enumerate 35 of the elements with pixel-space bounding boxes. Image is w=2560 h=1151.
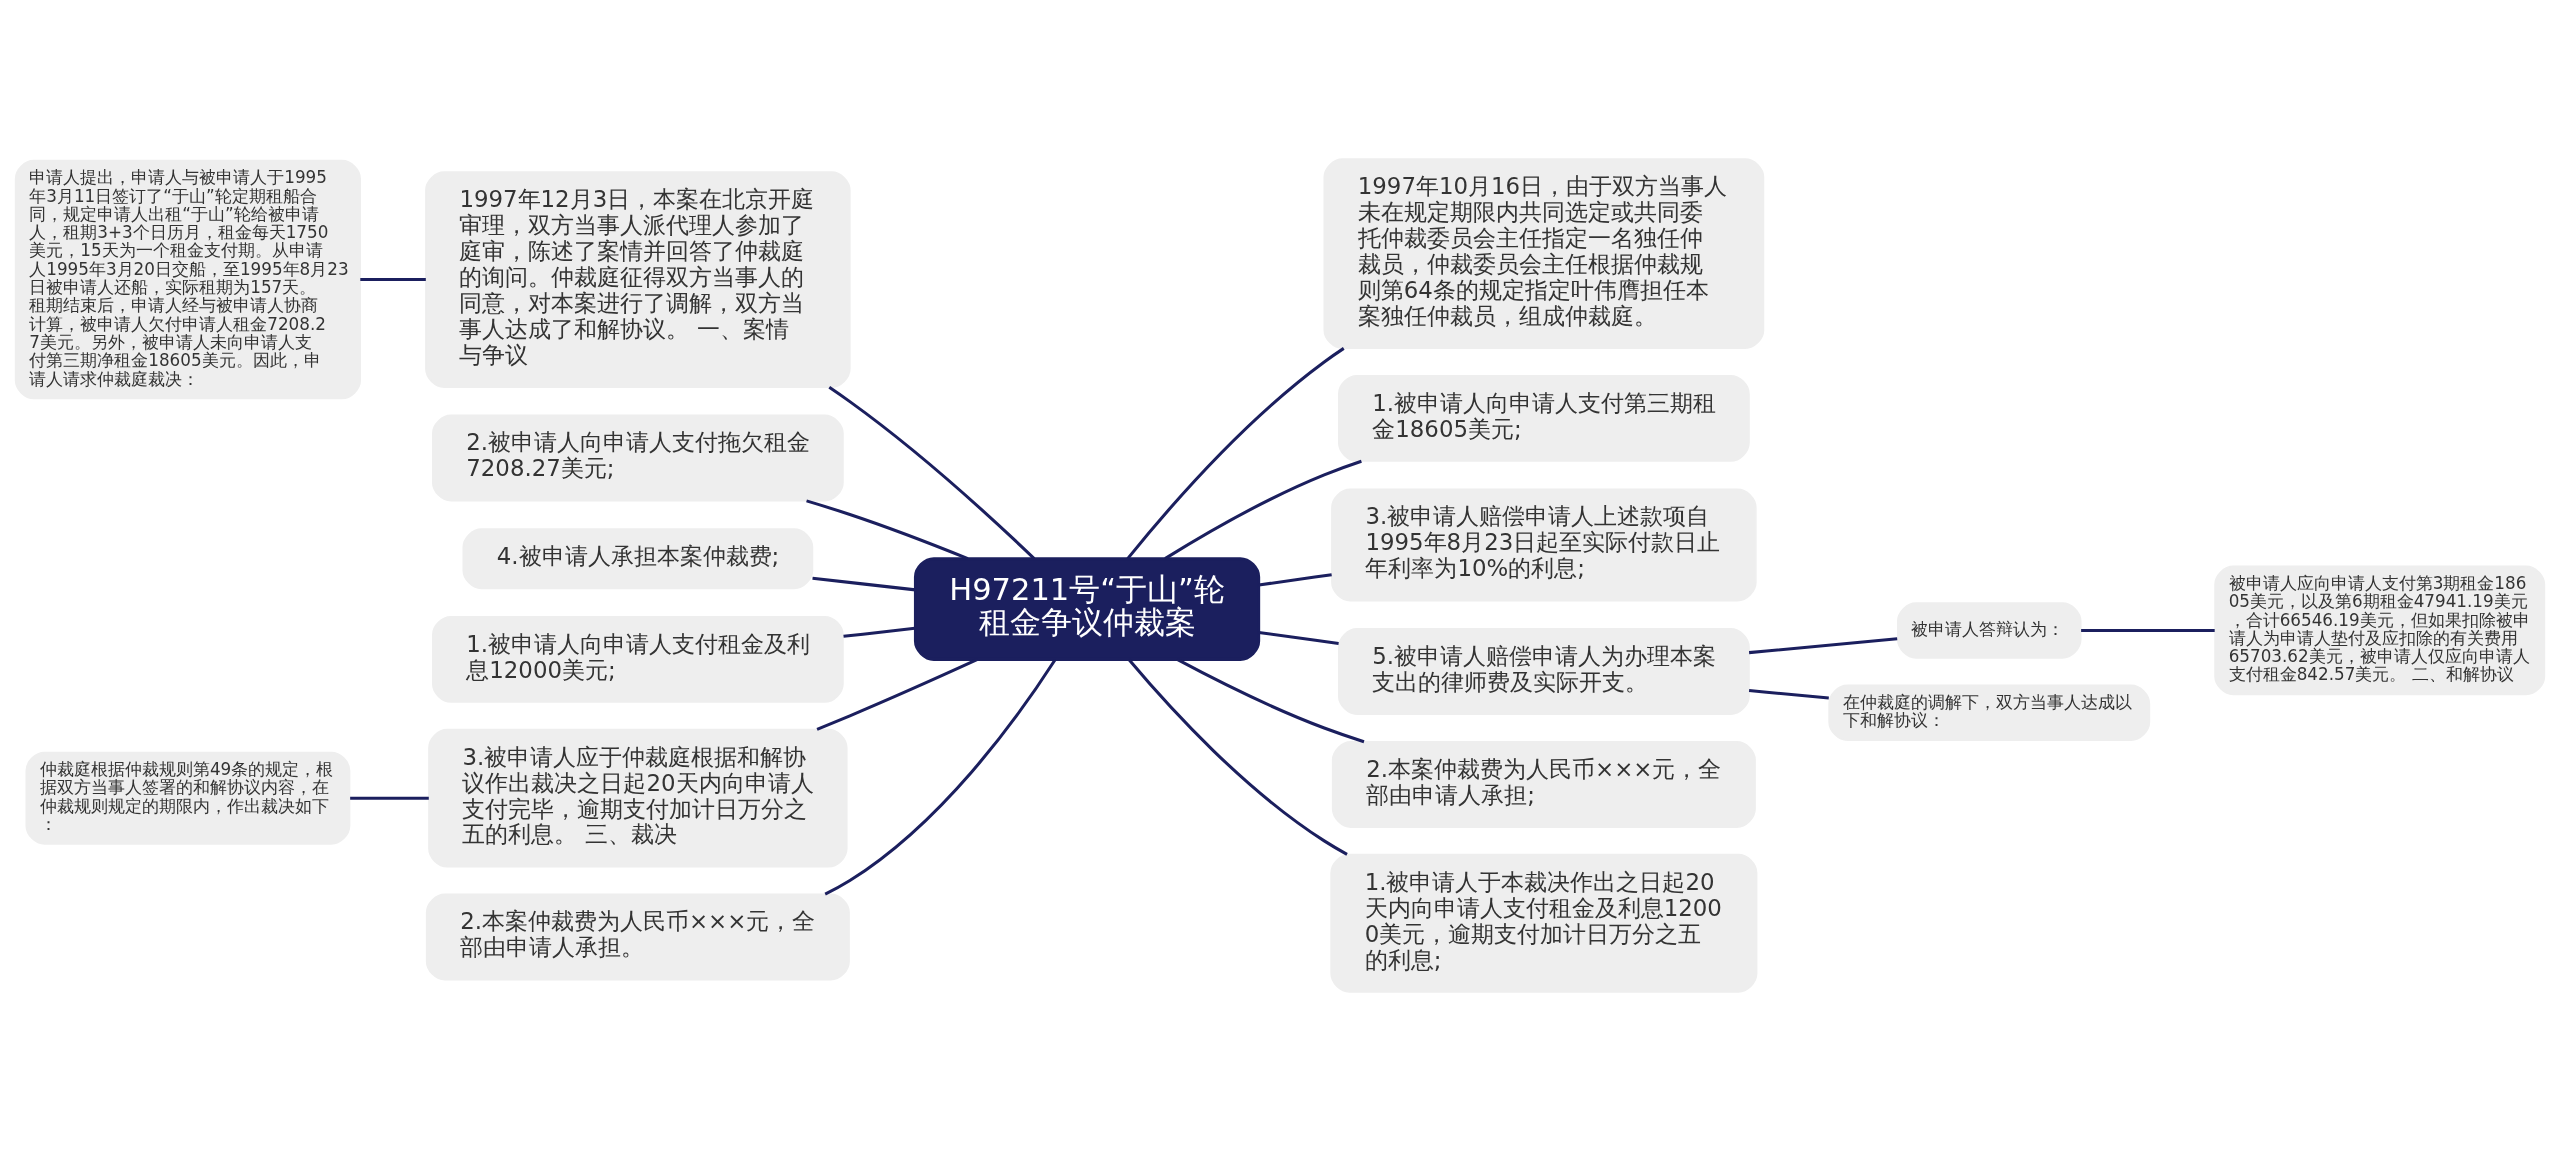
node-box: 4.被申请人承担本案仲裁费; bbox=[462, 528, 814, 590]
connector bbox=[1176, 658, 1365, 744]
connector bbox=[2081, 628, 2215, 632]
node-box: 2.本案仲裁费为人民币×××元，全部由申请人承担。 bbox=[425, 893, 850, 981]
node-box: 1.被申请人向申请人支付租金及利息12000美元; bbox=[431, 615, 844, 703]
node-box: 3.被申请人赔偿申请人上述款项自1995年8月23日起至实际付款日止年利率为10%的利息; bbox=[1331, 488, 1757, 602]
connector bbox=[1258, 573, 1332, 587]
connector bbox=[1164, 459, 1362, 560]
connector bbox=[1748, 637, 1898, 655]
connector bbox=[1258, 631, 1339, 646]
connector bbox=[1127, 658, 1348, 856]
connector bbox=[1748, 689, 1829, 700]
node-box: 5.被申请人赔偿申请人为办理本案支出的律师费及实际开支。 bbox=[1337, 628, 1750, 716]
node-box: 被申请人答辩认为： bbox=[1896, 602, 2082, 659]
node-box: H97211号“于山”轮租金争议仲裁案 bbox=[913, 557, 1261, 661]
node-box: 1.被申请人于本裁决作出之日起20天内向申请人支付租金及利息12000美元，逾期支付加计日万分之五的利息; bbox=[1330, 853, 1758, 993]
node-box: 2.本案仲裁费为人民币×××元，全部由申请人承担; bbox=[1331, 741, 1756, 828]
node-box: 1997年12月3日，本案在北京开庭审理，双方当事人派代理人参加了庭审，陈述了案情并回答了仲裁庭的询问。仲裁庭征得双方当事人的同意，对本案进行了调解，双方当事人达成了和解协议。 一、案情与争议 bbox=[425, 171, 851, 388]
node-box: 被申请人应向申请人支付第3期租金18605美元，以及第6期租金47941.19美元，合计66546.19美元，但如果扣除被申请人为申请人垫付及应扣除的有关费用65703.62美元，被申请人仅应向申请人支付租金842.57美元。 二、和解协议 bbox=[2214, 565, 2546, 696]
node-box: 1997年10月16日，由于双方当事人未在规定期限内共同选定或共同委托仲裁委员会主任指定一名独任仲裁员，仲裁委员会主任根据仲裁规则第64条的规定指定叶伟膺担任本案独任仲裁员，组成仲裁庭。 bbox=[1323, 158, 1765, 349]
node-box: 仲裁庭根据仲裁规则第49条的规定，根据双方当事人签署的和解协议内容，在仲裁规则规定的期限内，作出裁决如下： bbox=[25, 751, 351, 845]
node-box: 在仲裁庭的调解下，双方当事人达成以下和解协议： bbox=[1828, 684, 2151, 741]
connector bbox=[360, 278, 426, 282]
connector bbox=[824, 658, 1057, 896]
connector bbox=[828, 386, 1036, 560]
connector bbox=[812, 576, 916, 592]
connector bbox=[843, 626, 916, 638]
node-box: 2.被申请人向申请人支付拖欠租金7208.27美元; bbox=[431, 414, 844, 502]
connector bbox=[1126, 347, 1345, 560]
connector bbox=[350, 796, 429, 800]
node-box: 申请人提出，申请人与被申请人于1995年3月11日签订了“于山”轮定期租船合同，规定申请人出租“于山”轮给被申请人，租期3+3个日历月，租金每天1750美元，15天为一个租金支付期。从申请人1995年3月20日交船，至1995年8月23日被申请人还船，实际租期为157天。租期结束后，申请人经与被申请人协商计算，被申请人欠付申请人租金7208.27美元。另外，被申请人未向申请人支付第三期净租金18605美元。因此，申请人请求仲裁庭裁决： bbox=[14, 159, 362, 400]
node-box: 1.被申请人向申请人支付第三期租金18605美元; bbox=[1337, 374, 1750, 462]
connector bbox=[816, 658, 979, 731]
connector bbox=[806, 499, 969, 561]
node-box: 3.被申请人应于仲裁庭根据和解协议作出裁决之日起20天内向申请人支付完毕，逾期支付加计日万分之五的利息。 三、裁决 bbox=[428, 728, 848, 868]
